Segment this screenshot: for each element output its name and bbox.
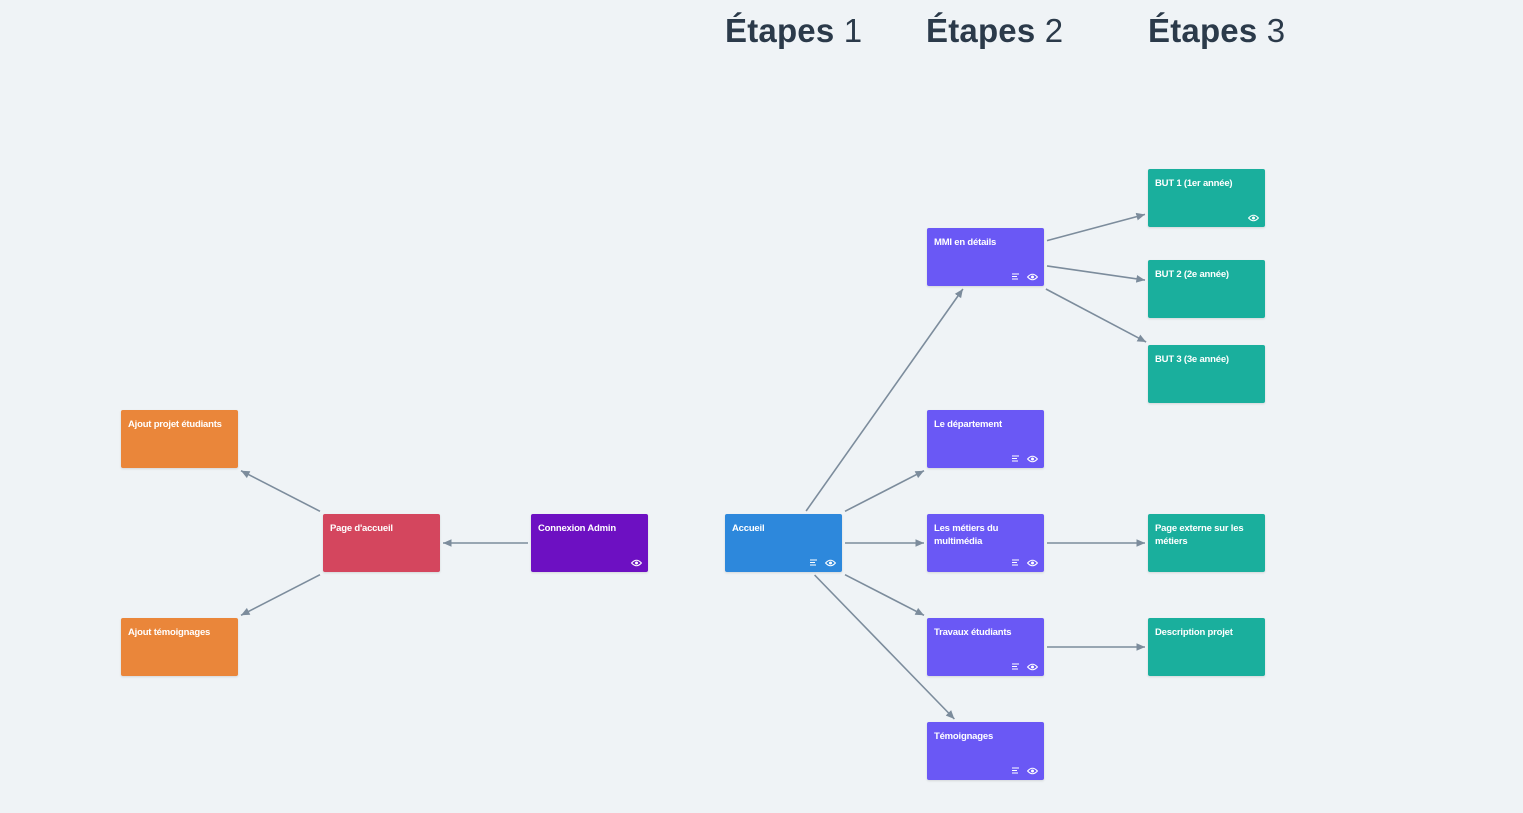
lines-icon[interactable] [1010, 662, 1021, 671]
stage-heading-word: Étapes [1148, 12, 1258, 49]
node-but2[interactable]: BUT 2 (2e année) [1148, 260, 1265, 318]
node-ajout-temoignages[interactable]: Ajout témoignages [121, 618, 238, 676]
arrow-mmi-details-to-but3 [1045, 288, 1147, 343]
node-title: Témoignages [934, 731, 994, 742]
node-title: BUT 3 (3e année) [1155, 354, 1229, 365]
node-title: BUT 2 (2e année) [1155, 269, 1229, 280]
node-title: Ajout témoignages [128, 627, 211, 638]
stage-heading-word: Étapes [926, 12, 1036, 49]
eye-icon[interactable] [631, 558, 642, 567]
stage-heading-number: 3 [1266, 12, 1286, 49]
lines-icon[interactable] [1010, 272, 1021, 281]
node-but1[interactable]: BUT 1 (1er année) [1148, 169, 1265, 227]
node-connexion-admin[interactable]: Connexion Admin [531, 514, 648, 572]
lines-icon[interactable] [1010, 558, 1021, 567]
eye-icon[interactable] [825, 558, 836, 567]
lines-icon[interactable] [1010, 766, 1021, 775]
lines-icon[interactable] [808, 558, 819, 567]
node-title: Connexion Admin [538, 523, 616, 534]
node-mmi-details[interactable]: MMI en détails [927, 228, 1044, 286]
node-icons [1010, 766, 1038, 775]
node-description-projet[interactable]: Description projet [1148, 618, 1265, 676]
stage-heading-word: Étapes [725, 12, 835, 49]
node-title: MMI en détails [934, 237, 997, 248]
eye-icon[interactable] [1027, 558, 1038, 567]
node-metiers[interactable]: Les métiers du multimédia [927, 514, 1044, 572]
node-title: BUT 1 (1er année) [1155, 178, 1233, 189]
stage-heading-number: 2 [1044, 12, 1064, 49]
node-page-externe[interactable]: Page externe sur les métiers [1148, 514, 1265, 572]
stage-heading-2: Étapes 2 [926, 12, 1063, 50]
node-temoignages[interactable]: Témoignages [927, 722, 1044, 780]
node-title: Le département [934, 419, 1002, 430]
node-ajout-projet[interactable]: Ajout projet étudiants [121, 410, 238, 468]
lines-icon[interactable] [1010, 454, 1021, 463]
stage-heading-3: Étapes 3 [1148, 12, 1285, 50]
node-title: Page d'accueil [330, 523, 393, 534]
node-icons [1010, 454, 1038, 463]
arrow-page-accueil-to-ajout-projet [240, 469, 321, 513]
node-icons [1010, 662, 1038, 671]
arrow-accueil-to-travaux [844, 573, 925, 617]
node-departement[interactable]: Le département [927, 410, 1044, 468]
node-accueil[interactable]: Accueil [725, 514, 842, 572]
node-title: Travaux étudiants [934, 627, 1012, 638]
arrow-mmi-details-to-but1 [1046, 212, 1146, 242]
node-icons [631, 558, 642, 567]
arrow-accueil-to-mmi-details [805, 288, 964, 512]
node-travaux[interactable]: Travaux étudiants [927, 618, 1044, 676]
stage-heading-1: Étapes 1 [725, 12, 862, 50]
node-but3[interactable]: BUT 3 (3e année) [1148, 345, 1265, 403]
eye-icon[interactable] [1027, 454, 1038, 463]
eye-icon[interactable] [1027, 272, 1038, 281]
node-title: Page externe sur les métiers [1155, 523, 1244, 547]
node-icons [1248, 213, 1259, 222]
node-title: Les métiers du multimédia [934, 523, 999, 547]
node-title: Ajout projet étudiants [128, 419, 222, 430]
node-icons [808, 558, 836, 567]
eye-icon[interactable] [1027, 766, 1038, 775]
eye-icon[interactable] [1248, 213, 1259, 222]
node-icons [1010, 272, 1038, 281]
arrow-mmi-details-to-but2 [1046, 265, 1146, 283]
eye-icon[interactable] [1027, 662, 1038, 671]
node-title: Accueil [732, 523, 765, 534]
node-icons [1010, 558, 1038, 567]
arrow-accueil-to-departement [844, 469, 925, 513]
node-title: Description projet [1155, 627, 1233, 638]
stage-heading-number: 1 [843, 12, 863, 49]
arrow-page-accueil-to-ajout-temoignages [240, 573, 321, 617]
node-page-accueil[interactable]: Page d'accueil [323, 514, 440, 572]
